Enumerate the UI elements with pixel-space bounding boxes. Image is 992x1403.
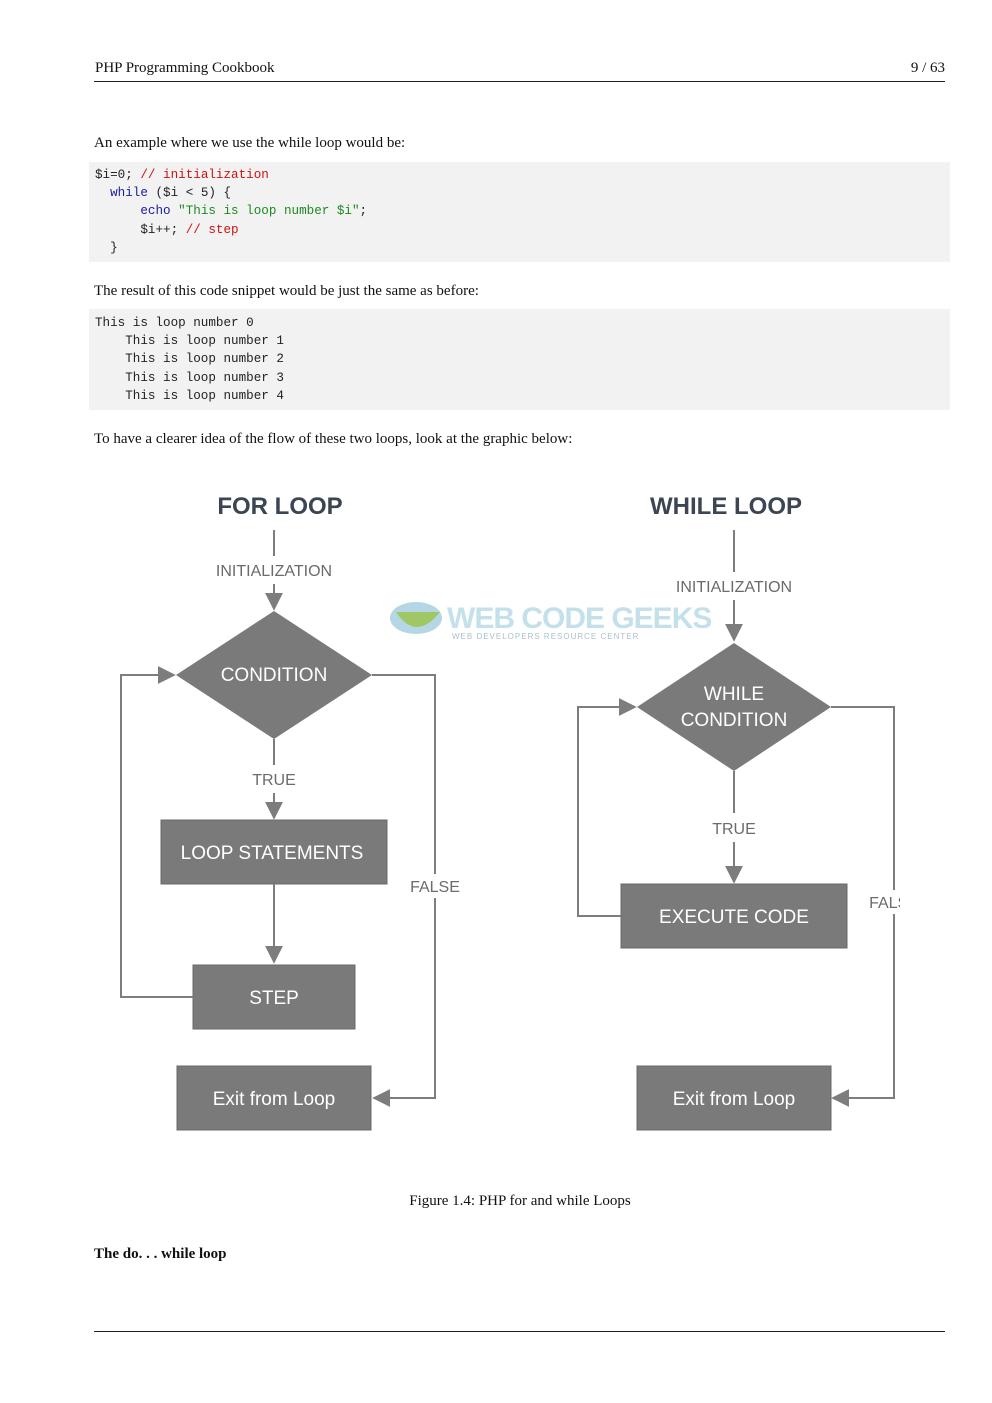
execute-code-box (620, 883, 848, 949)
execute-code-label: EXECUTE CODE (659, 907, 809, 928)
logo-title: WEB CODE GEEKS (447, 602, 711, 635)
header-rule (94, 81, 945, 82)
while-init-label: INITIALIZATION (676, 579, 792, 596)
running-header-title: PHP Programming Cookbook (95, 60, 275, 76)
for-true-label: TRUE (252, 772, 296, 789)
for-loop-diagram: FOR LOOP INITIALIZATION CONDITION TRUE L… (120, 493, 464, 1131)
code-comment: // initialization (140, 168, 269, 182)
code-token: $i=0; (95, 168, 141, 182)
footer-rule (94, 1331, 945, 1332)
code-token: ($i < 5) { (147, 186, 232, 201)
while-exit-label: Exit from Loop (673, 1089, 796, 1110)
for-condition-diamond (176, 611, 372, 739)
while-loop-diagram: WHILE LOOP INITIALIZATION WHILE CONDITIO… (577, 493, 900, 1131)
code-indent (95, 204, 140, 218)
while-exit-box (636, 1065, 832, 1131)
for-exit-label: Exit from Loop (213, 1089, 336, 1110)
section-subheading: The do. . . while loop (94, 1246, 227, 1262)
code-line-5: } (95, 239, 950, 257)
code-indent (95, 186, 110, 200)
code-keyword: echo (140, 204, 171, 219)
code-line-4: $i++; // step (95, 221, 950, 239)
code-block-while: $i=0; // initialization while ($i < 5) {… (89, 162, 950, 262)
for-loop-title: FOR LOOP (217, 493, 342, 520)
for-init-label: INITIALIZATION (216, 563, 332, 580)
output-line: This is loop number 4 (95, 388, 284, 403)
code-comment: // step (185, 222, 239, 237)
graphic-intro-paragraph: To have a clearer idea of the flow of th… (94, 431, 573, 447)
for-condition-label: CONDITION (221, 665, 328, 686)
code-string: "This is loop number $i" (178, 204, 360, 219)
output-line: This is loop number 1 (95, 334, 284, 349)
code-listing: $i=0; // initialization while ($i < 5) {… (89, 162, 950, 257)
step-label: STEP (249, 988, 299, 1009)
while-loop-title: WHILE LOOP (650, 493, 802, 520)
logo-leaf-icon (396, 612, 440, 627)
output-listing: This is loop number 0 This is loop numbe… (89, 309, 950, 405)
step-box (192, 964, 356, 1030)
code-line-1: $i=0; // initialization (95, 166, 950, 184)
output-line: This is loop number 0 (95, 316, 254, 330)
loop-flowchart-figure: WEB CODE GEEKS WEB DEVELOPERS RESOURCE C… (120, 493, 900, 1131)
while-loop-back-arrow (577, 698, 637, 917)
code-block-output: This is loop number 0 This is loop numbe… (89, 309, 950, 410)
while-condition-diamond (637, 643, 831, 771)
code-token: ; (359, 204, 368, 219)
figure-caption: Figure 1.4: PHP for and while Loops (409, 1193, 631, 1209)
while-false-label: FALSE (869, 895, 900, 912)
intro-paragraph: An example where we use the while loop w… (94, 135, 406, 151)
label-backdrop (865, 890, 900, 914)
code-token: } (95, 240, 118, 255)
while-true-label: TRUE (712, 821, 756, 838)
loop-back-arrow (120, 666, 193, 998)
logo-subtitle: WEB DEVELOPERS RESOURCE CENTER (452, 632, 639, 641)
code-keyword: while (110, 186, 148, 201)
loop-statements-box (160, 819, 388, 885)
code-line-2: while ($i < 5) { (95, 184, 950, 202)
page-number: 9 / 63 (910, 60, 945, 76)
while-condition-label-2: CONDITION (681, 710, 788, 731)
output-line: This is loop number 2 (95, 352, 284, 367)
web-code-geeks-logo: WEB CODE GEEKS WEB DEVELOPERS RESOURCE C… (390, 602, 712, 641)
result-paragraph: The result of this code snippet would be… (94, 283, 479, 299)
code-line-3: echo "This is loop number $i"; (95, 202, 950, 220)
output-line: This is loop number 3 (95, 370, 284, 385)
loop-statements-label: LOOP STATEMENTS (181, 843, 364, 864)
for-exit-box (176, 1065, 372, 1131)
while-condition-label-1: WHILE (704, 684, 764, 705)
for-false-label: FALSE (410, 879, 460, 896)
label-backdrop (406, 874, 464, 898)
code-token: $i++; (95, 222, 186, 237)
